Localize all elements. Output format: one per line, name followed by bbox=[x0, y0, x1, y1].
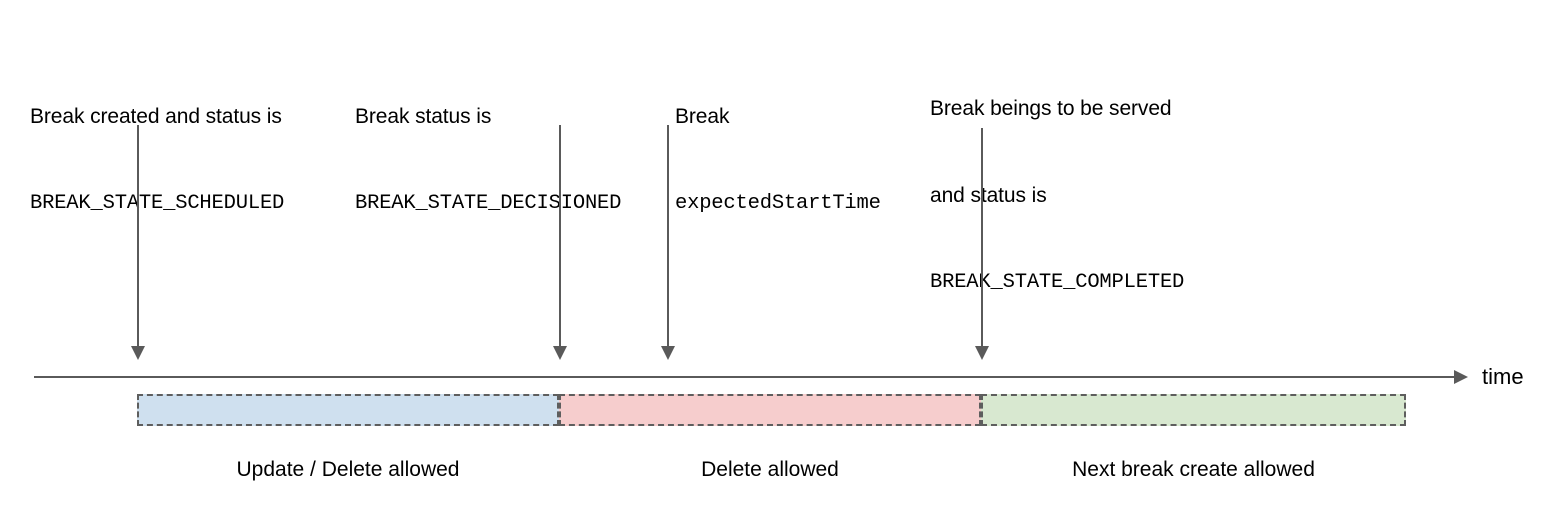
event-label-line-2: expectedStartTime bbox=[675, 192, 881, 215]
arrow-shaft bbox=[981, 128, 983, 347]
axis-line bbox=[34, 376, 1455, 378]
event-label-line-1: Break bbox=[675, 105, 730, 128]
event-arrow-break-decisioned bbox=[552, 125, 568, 360]
phase-bar-next-break-create-allowed bbox=[981, 394, 1406, 426]
event-arrow-break-completed bbox=[974, 128, 990, 360]
time-axis bbox=[34, 370, 1468, 384]
phase-caption-next-break-create-allowed: Next break create allowed bbox=[1072, 458, 1315, 481]
phase-caption-update-delete-allowed: Update / Delete allowed bbox=[236, 458, 460, 481]
event-label-break-completed: Break beings to be served and status is … bbox=[930, 36, 1184, 355]
event-label-break-decisioned: Break status is BREAK_STATE_DECISIONED bbox=[355, 44, 621, 276]
event-label-line-1: Break status is bbox=[355, 105, 492, 128]
event-label-break-expected-start: Break expectedStartTime bbox=[675, 44, 881, 276]
arrow-down-icon bbox=[661, 346, 675, 360]
event-arrow-break-expected-start bbox=[660, 125, 676, 360]
phase-bar-update-delete-allowed bbox=[137, 394, 559, 426]
event-label-line-2: and status is bbox=[930, 184, 1047, 207]
phase-bar-delete-allowed bbox=[559, 394, 981, 426]
arrow-shaft bbox=[667, 125, 669, 347]
event-label-line-1: Break beings to be served bbox=[930, 97, 1172, 120]
arrow-down-icon bbox=[553, 346, 567, 360]
event-arrow-break-created bbox=[130, 125, 146, 360]
arrow-down-icon bbox=[975, 346, 989, 360]
event-label-line-2: BREAK_STATE_DECISIONED bbox=[355, 192, 622, 215]
arrow-shaft bbox=[559, 125, 561, 347]
time-axis-label: time bbox=[1482, 364, 1524, 389]
event-label-line-2: BREAK_STATE_SCHEDULED bbox=[30, 192, 285, 215]
arrow-right-icon bbox=[1454, 370, 1468, 384]
arrow-down-icon bbox=[131, 346, 145, 360]
event-label-break-created: Break created and status is BREAK_STATE_… bbox=[30, 44, 284, 276]
phase-caption-delete-allowed: Delete allowed bbox=[701, 458, 839, 481]
arrow-shaft bbox=[137, 125, 139, 347]
event-label-line-3: BREAK_STATE_COMPLETED bbox=[930, 271, 1185, 294]
event-label-line-1: Break created and status is bbox=[30, 105, 282, 128]
